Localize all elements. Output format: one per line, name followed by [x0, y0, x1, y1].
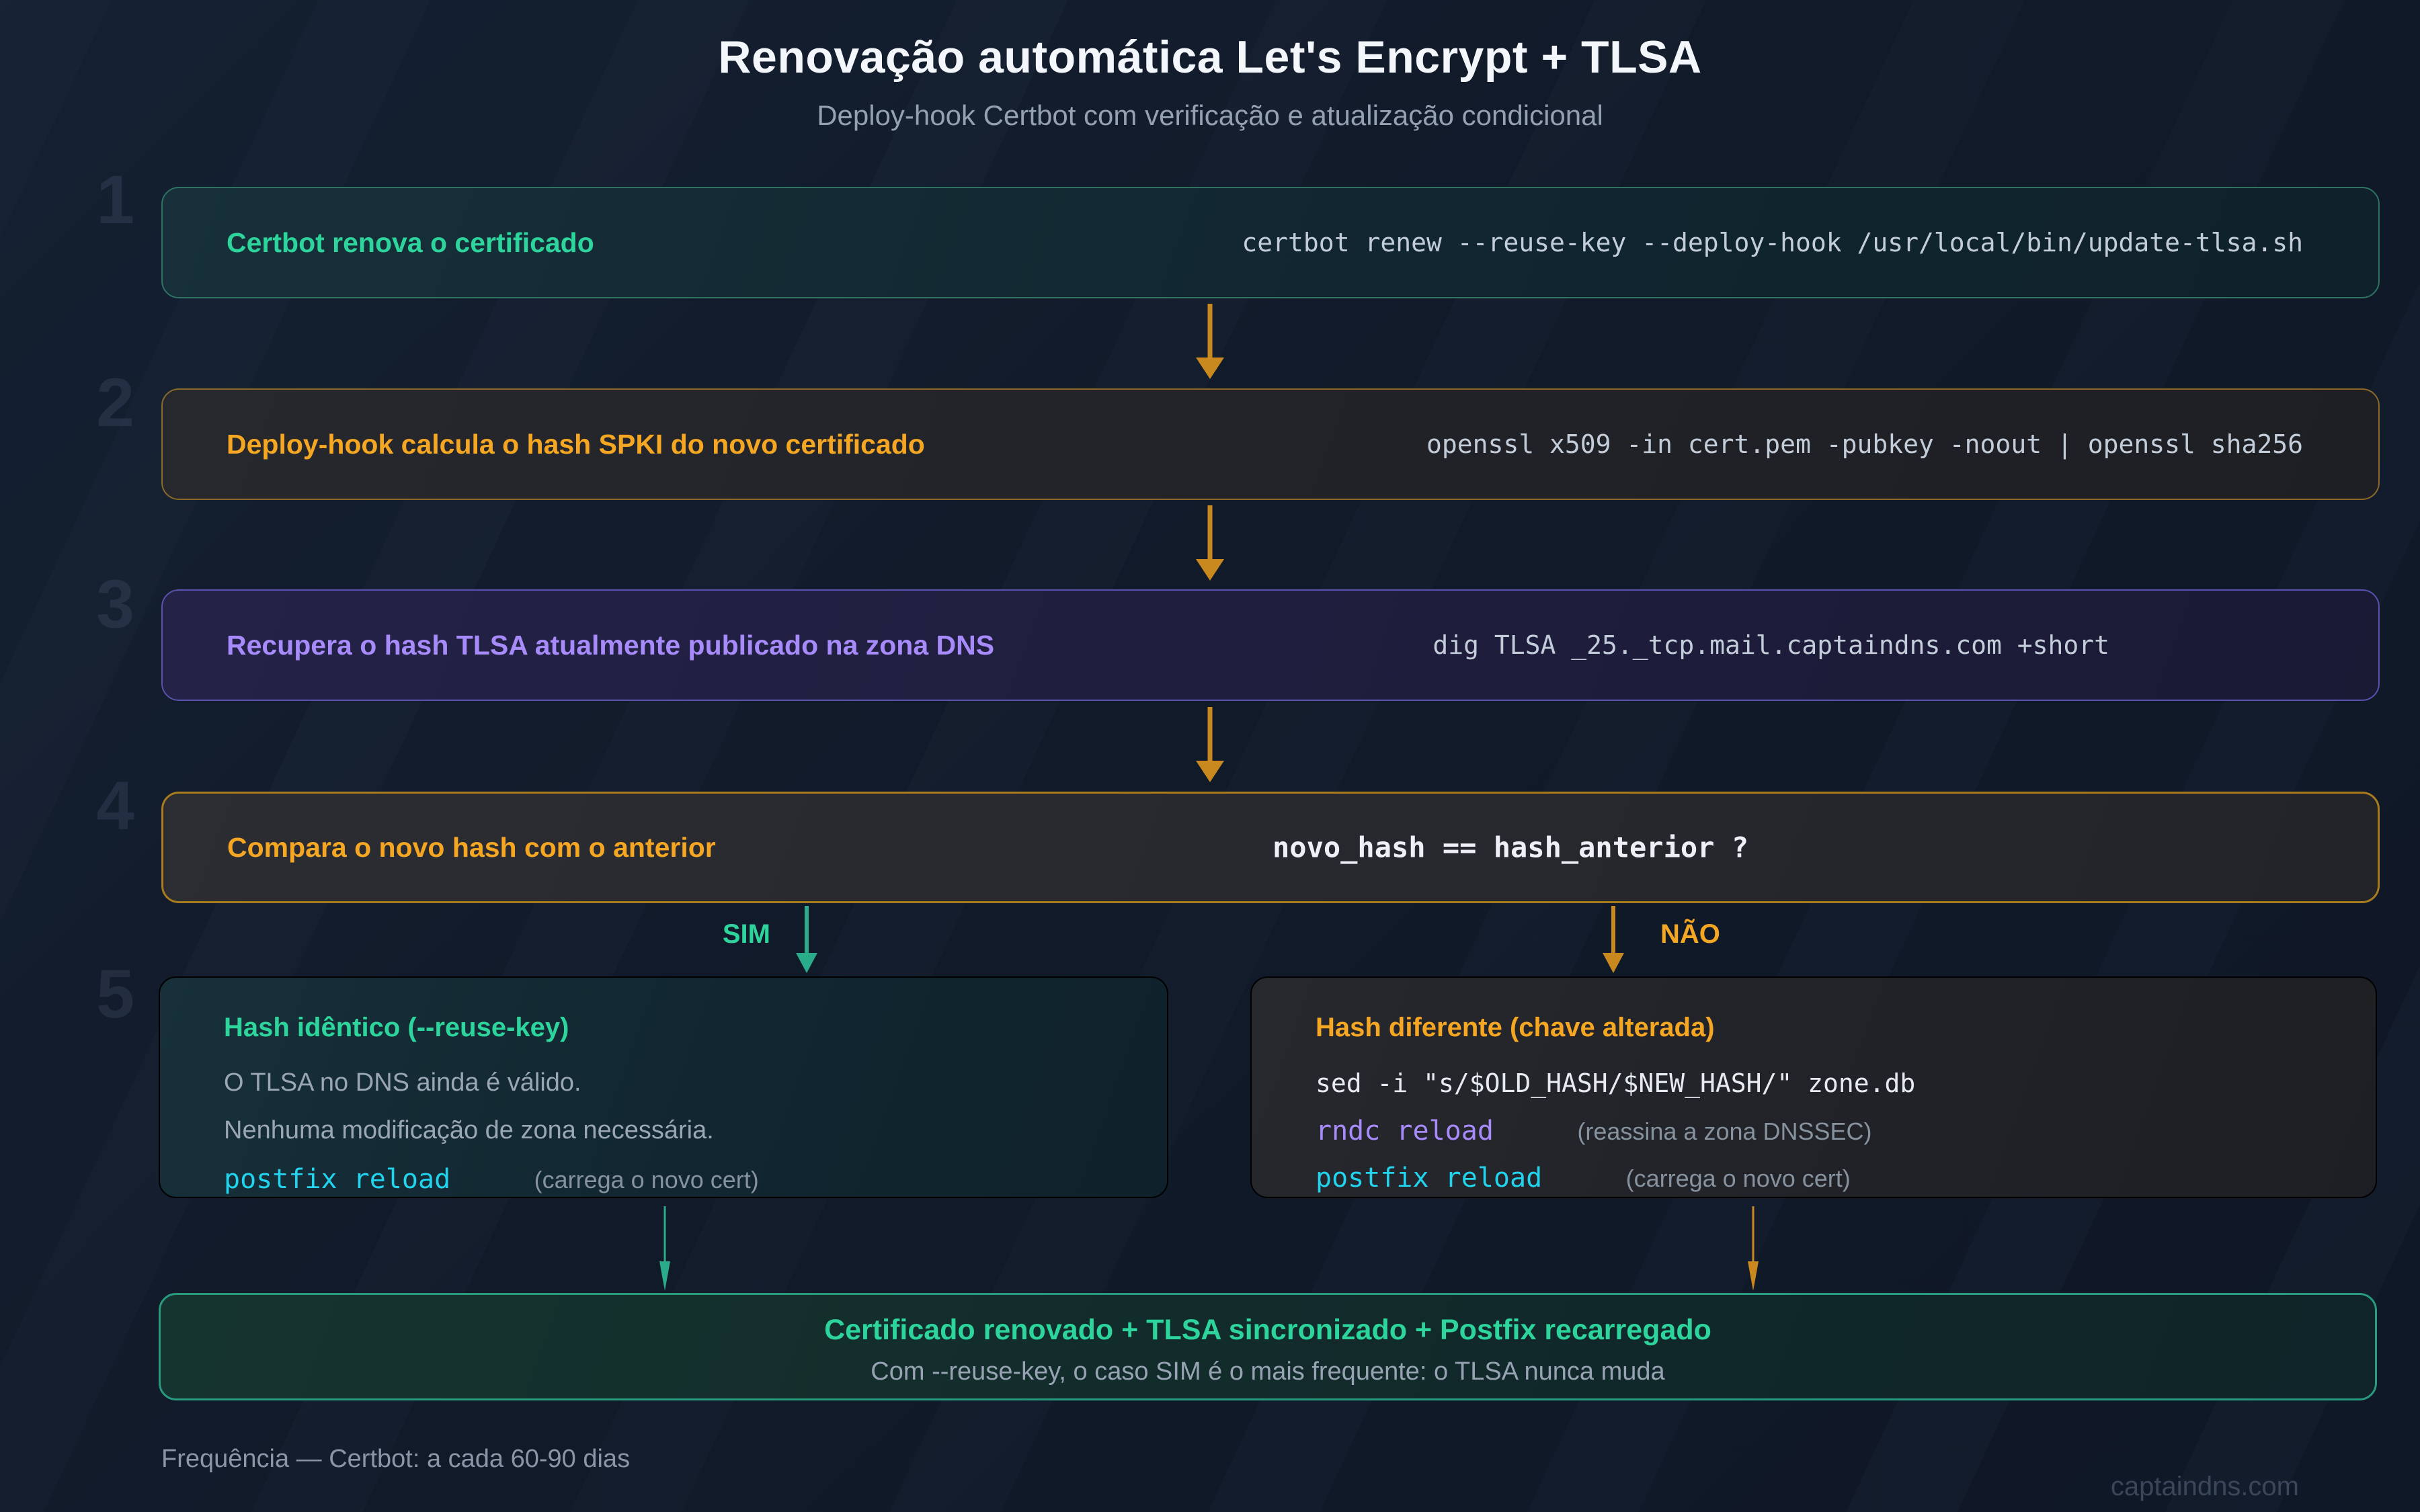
step-number-5: 5	[96, 956, 134, 1032]
postfix-reload-code: postfix reload	[1316, 1163, 1543, 1193]
postfix-reload-comment: (carrega o novo cert)	[1625, 1165, 1851, 1192]
step-command-1: certbot renew --reuse-key --deploy-hook …	[1242, 228, 2303, 257]
final-result-title: Certificado renovado + TLSA sincronizado…	[824, 1314, 1711, 1346]
result-box-hash-identical: Hash idêntico (--reuse-key) O TLSA no DN…	[159, 976, 1168, 1198]
arrow-shaft	[805, 906, 809, 956]
step-box-compare-hash: Compara o novo hash com o anterior novo_…	[161, 792, 2380, 903]
comparison-expression: novo_hash == hash_anterior ?	[1273, 831, 1749, 864]
step-label-1: Certbot renova o certificado	[227, 226, 594, 258]
step-box-certbot-renew: Certbot renova o certificado certbot ren…	[161, 187, 2380, 298]
arrow-step1-to-step2	[1195, 304, 1225, 379]
yes-box-line1: O TLSA no DNS ainda é válido.	[224, 1068, 581, 1097]
postfix-reload-code: postfix reload	[224, 1164, 451, 1195]
step-command-3: dig TLSA _25._tcp.mail.captaindns.com +s…	[1433, 630, 2109, 660]
arrow-sim-to-final	[658, 1206, 672, 1291]
watermark: captaindns.com	[2110, 1472, 2299, 1501]
arrow-shaft	[1207, 505, 1213, 562]
step-label-2: Deploy-hook calcula o hash SPKI do novo …	[227, 428, 925, 460]
arrow-step2-to-step3	[1195, 505, 1225, 581]
yes-box-title: Hash idêntico (--reuse-key)	[224, 1013, 569, 1042]
result-box-hash-different: Hash diferente (chave alterada) sed -i "…	[1250, 976, 2377, 1198]
arrow-shaft	[1752, 1206, 1755, 1264]
arrow-branch-nao	[1601, 906, 1625, 973]
step-label-4: Compara o novo hash com o anterior	[227, 831, 716, 863]
step-box-deploy-hook: Deploy-hook calcula o hash SPKI do novo …	[161, 388, 2380, 500]
yes-box-code-row: postfix reload (carrega o novo cert)	[224, 1164, 1167, 1195]
step-label-3: Recupera o hash TLSA atualmente publicad…	[227, 629, 995, 661]
arrow-head-icon	[1748, 1261, 1759, 1291]
no-box-postfix-row: postfix reload (carrega o novo cert)	[1316, 1163, 2376, 1193]
no-box-rndc-row: rndc reload (reassina a zona DNSSEC)	[1316, 1116, 2376, 1146]
step-number-1: 1	[96, 161, 134, 238]
final-result-box: Certificado renovado + TLSA sincronizado…	[159, 1293, 2377, 1400]
step-number-2: 2	[96, 364, 134, 441]
step-command-2: openssl x509 -in cert.pem -pubkey -noout…	[1426, 429, 2303, 459]
branch-label-sim: SIM	[722, 919, 770, 949]
rndc-reload-code: rndc reload	[1316, 1116, 1494, 1146]
arrow-shaft	[1611, 906, 1615, 956]
step-number-3: 3	[96, 566, 134, 642]
postfix-reload-comment: (carrega o novo cert)	[534, 1166, 759, 1193]
arrow-shaft	[1207, 707, 1213, 763]
arrow-step3-to-step4	[1195, 707, 1225, 782]
arrow-head-icon	[1196, 761, 1224, 782]
no-box-title: Hash diferente (chave alterada)	[1316, 1013, 1715, 1042]
rndc-reload-comment: (reassina a zona DNSSEC)	[1577, 1118, 1872, 1145]
arrow-head-icon	[1196, 358, 1224, 379]
arrow-branch-sim	[795, 906, 819, 973]
arrow-head-icon	[796, 953, 817, 973]
branch-label-nao: NÃO	[1660, 919, 1720, 949]
arrow-shaft	[663, 1206, 666, 1264]
step-number-4: 4	[96, 767, 134, 844]
page-title: Renovação automática Let's Encrypt + TLS…	[718, 32, 1702, 83]
step-box-dig-tlsa: Recupera o hash TLSA atualmente publicad…	[161, 589, 2380, 701]
yes-box-line2: Nenhuma modificação de zona necessária.	[224, 1116, 714, 1144]
final-result-subtitle: Com --reuse-key, o caso SIM é o mais fre…	[871, 1357, 1665, 1386]
arrow-head-icon	[1603, 953, 1624, 973]
arrow-head-icon	[1196, 559, 1224, 581]
arrow-nao-to-final	[1746, 1206, 1760, 1291]
sed-command: sed -i "s/$OLD_HASH/$NEW_HASH/" zone.db	[1316, 1068, 1916, 1098]
arrow-head-icon	[659, 1261, 670, 1291]
frequency-note: Frequência — Certbot: a cada 60-90 dias	[161, 1445, 631, 1473]
page-subtitle: Deploy-hook Certbot com verificação e at…	[817, 99, 1603, 131]
arrow-shaft	[1207, 304, 1213, 360]
